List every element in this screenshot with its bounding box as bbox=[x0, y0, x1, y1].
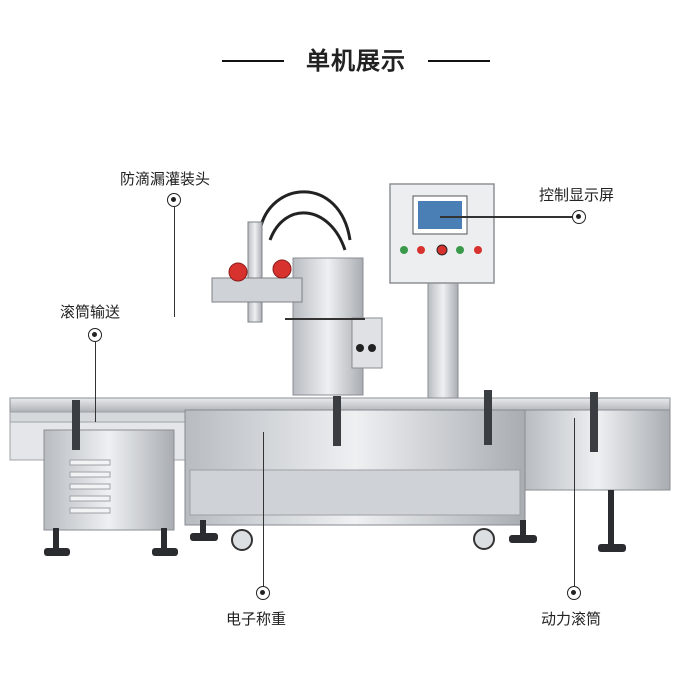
callout-line-roller-conveyor bbox=[94, 342, 96, 422]
callout-line-filling-head bbox=[173, 207, 175, 317]
callout-dot-power-roller bbox=[567, 586, 581, 600]
callout-dot-filling-head bbox=[167, 193, 181, 207]
page-title: 单机展示 bbox=[306, 47, 406, 75]
callout-line-control-screen bbox=[440, 216, 572, 218]
label-power-roller: 动力滚筒 bbox=[541, 610, 602, 628]
callout-dot-electronic-scale bbox=[256, 586, 270, 600]
label-roller-conveyor: 滚筒输送 bbox=[60, 303, 121, 321]
label-filling-head: 防滴漏灌装头 bbox=[120, 170, 211, 188]
title-bar: 单机展示 bbox=[0, 44, 690, 78]
label-control-screen: 控制显示屏 bbox=[539, 186, 615, 204]
callout-line-power-roller bbox=[573, 418, 575, 586]
callout-line-electronic-scale bbox=[262, 432, 264, 587]
callout-line-filling-head-h bbox=[285, 318, 365, 320]
label-electronic-scale: 电子称重 bbox=[226, 610, 287, 628]
title-left-rule bbox=[222, 60, 284, 62]
callout-dot-control-screen bbox=[572, 210, 586, 224]
title-right-rule bbox=[428, 60, 490, 62]
callout-dot-roller-conveyor bbox=[88, 328, 102, 342]
